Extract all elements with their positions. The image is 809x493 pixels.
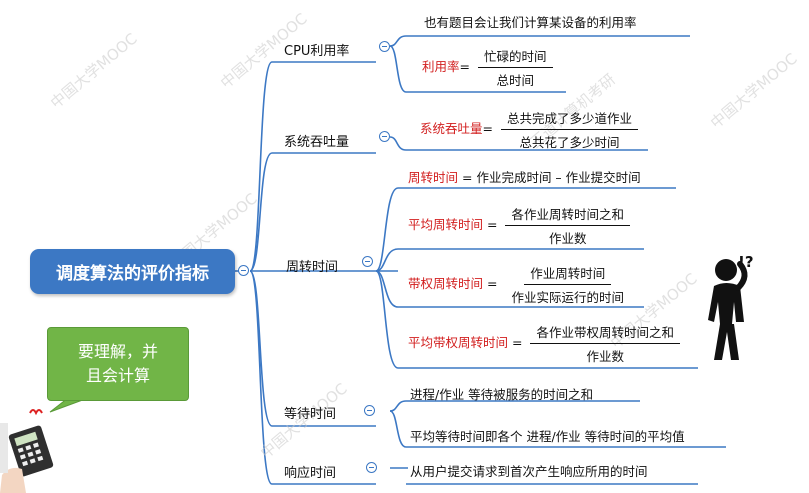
throughput-formula: 系统吞吐量= 总共完成了多少道作业总共花了多少时间 — [420, 108, 638, 151]
category-cpu-utilization[interactable]: CPU利用率 — [284, 44, 350, 59]
category-throughput[interactable]: 系统吞吐量 — [284, 135, 350, 150]
turnaround-definition: 周转时间 = 作业完成时间 – 作业提交时间 — [408, 170, 641, 185]
category-response[interactable]: 响应时间 — [284, 466, 337, 481]
root-label: 调度算法的评价指标 — [56, 264, 209, 284]
category-turnaround[interactable]: 周转时间 — [286, 260, 339, 275]
category-waiting[interactable]: 等待时间 — [284, 407, 337, 422]
collapse-icon[interactable] — [364, 405, 375, 416]
weighted-turnaround-formula: 带权周转时间 = 作业周转时间作业实际运行的时间 — [408, 263, 630, 306]
callout-line: 且会计算 — [85, 366, 150, 385]
collapse-icon[interactable] — [238, 265, 249, 276]
callout-line: 要理解，并 — [77, 342, 158, 361]
callout-bubble: 要理解，并 且会计算 — [47, 327, 189, 401]
confused-person-icon — [708, 259, 748, 360]
waiting-definition: 进程/作业 等待被服务的时间之和 — [410, 387, 594, 402]
cpu-note: 也有题目会让我们计算某设备的利用率 — [424, 15, 637, 30]
collapse-icon[interactable] — [362, 256, 373, 267]
confused-mark: !? — [738, 253, 754, 271]
avg-turnaround-formula: 平均周转时间 = 各作业周转时间之和作业数 — [408, 204, 630, 247]
root-node[interactable]: 调度算法的评价指标 — [30, 249, 235, 294]
cpu-formula: 利用率= 忙碌的时间总时间 — [422, 46, 553, 89]
collapse-icon[interactable] — [379, 131, 390, 142]
calculator-person-icon — [0, 409, 54, 493]
collapse-icon[interactable] — [379, 41, 390, 52]
avg-weighted-turnaround-formula: 平均带权周转时间 = 各作业带权周转时间之和作业数 — [408, 322, 680, 365]
response-definition: 从用户提交请求到首次产生响应所用的时间 — [410, 464, 648, 479]
avg-waiting-definition: 平均等待时间即各个 进程/作业 等待时间的平均值 — [410, 429, 685, 444]
collapse-icon[interactable] — [366, 462, 377, 473]
